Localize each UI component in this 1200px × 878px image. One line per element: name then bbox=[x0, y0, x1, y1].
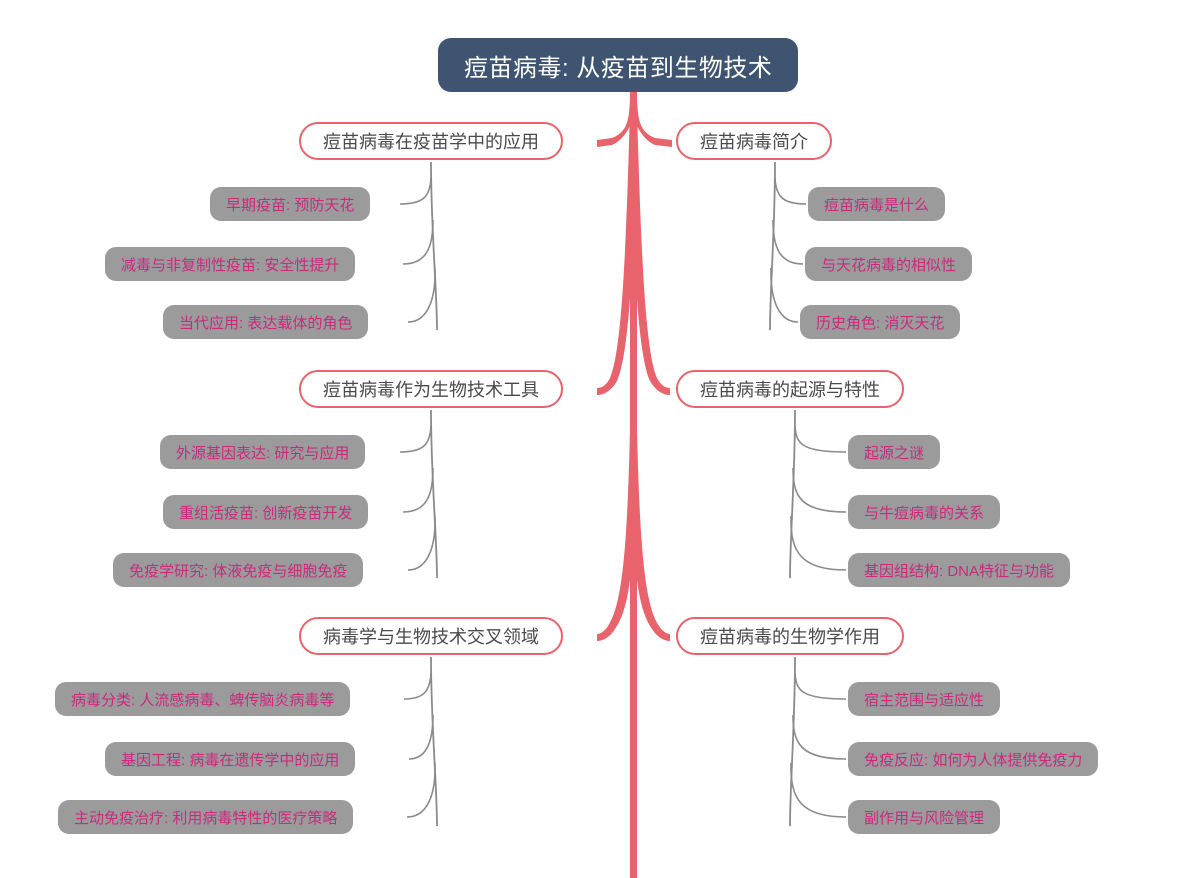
leaf-link-4-3 bbox=[790, 515, 847, 571]
trunk-link-left-2 bbox=[597, 110, 637, 395]
leaf-link-1-2 bbox=[402, 219, 434, 265]
leaf-node-label: 与天花病毒的相似性 bbox=[821, 256, 957, 274]
trunk-links bbox=[597, 92, 672, 878]
leaf-spine-5 bbox=[430, 656, 438, 827]
leaf-node-modern-expression-vector[interactable]: 当代应用: 表达载体的角色 bbox=[163, 305, 369, 339]
leaf-node-label: 痘苗病毒是什么 bbox=[824, 196, 930, 214]
leaf-link-2-3 bbox=[770, 267, 799, 323]
trunk-link-right-2 bbox=[630, 110, 670, 395]
branch-node-introduction[interactable]: 痘苗病毒简介 bbox=[676, 122, 832, 160]
leaf-link-5-3 bbox=[406, 762, 436, 818]
leaf-node-label: 重组活疫苗: 创新疫苗开发 bbox=[179, 504, 353, 522]
leaf-node-genome-structure[interactable]: 基因组结构: DNA特征与功能 bbox=[848, 553, 1071, 587]
leaf-link-4-1 bbox=[794, 425, 847, 453]
leaf-link-5-2 bbox=[408, 714, 434, 760]
leaf-spine-4 bbox=[789, 409, 796, 579]
leaf-node-recombinant-live-vaccine[interactable]: 重组活疫苗: 创新疫苗开发 bbox=[163, 495, 369, 529]
branch-node-biological-role[interactable]: 痘苗病毒的生物学作用 bbox=[676, 617, 904, 655]
leaf-link-3-1 bbox=[399, 425, 432, 453]
leaf-node-origin-mystery[interactable]: 起源之谜 bbox=[848, 435, 941, 469]
leaf-node-label: 主动免疫治疗: 利用病毒特性的医疗策略 bbox=[74, 809, 338, 827]
leaf-link-4-2 bbox=[792, 467, 847, 513]
leaf-node-historical-role[interactable]: 历史角色: 消灭天花 bbox=[800, 305, 961, 339]
branch-node-label: 痘苗病毒的起源与特性 bbox=[700, 380, 880, 400]
trunk-spine bbox=[630, 92, 637, 878]
branch-node-biotech-tool[interactable]: 痘苗病毒作为生物技术工具 bbox=[299, 370, 563, 408]
leaf-node-label: 早期疫苗: 预防天花 bbox=[226, 196, 355, 214]
leaf-node-host-range[interactable]: 宿主范围与适应性 bbox=[848, 682, 1001, 716]
leaf-link-3-3 bbox=[407, 515, 436, 571]
leaf-link-2-1 bbox=[774, 177, 807, 205]
leaf-spine-2 bbox=[769, 161, 776, 331]
leaf-link-6-1 bbox=[794, 672, 847, 700]
leaf-node-label: 外源基因表达: 研究与应用 bbox=[176, 444, 350, 462]
leaf-link-3-2 bbox=[402, 467, 434, 513]
branch-node-label: 痘苗病毒在疫苗学中的应用 bbox=[323, 132, 539, 152]
branch-node-label: 痘苗病毒的生物学作用 bbox=[700, 627, 880, 647]
leaf-link-5-1 bbox=[403, 672, 432, 700]
branch-node-origin-traits[interactable]: 痘苗病毒的起源与特性 bbox=[676, 370, 904, 408]
leaf-node-label: 免疫学研究: 体液免疫与细胞免疫 bbox=[129, 562, 348, 580]
branch-node-label: 病毒学与生物技术交叉领域 bbox=[323, 627, 539, 647]
leaf-node-foreign-gene-expression[interactable]: 外源基因表达: 研究与应用 bbox=[160, 435, 366, 469]
leaf-node-label: 基因工程: 病毒在遗传学中的应用 bbox=[121, 751, 340, 769]
branch-node-virology-biotech-cross[interactable]: 病毒学与生物技术交叉领域 bbox=[299, 617, 563, 655]
leaf-link-2-2 bbox=[772, 219, 804, 265]
leaf-spine-3 bbox=[430, 409, 438, 579]
leaf-node-active-immunotherapy[interactable]: 主动免疫治疗: 利用病毒特性的医疗策略 bbox=[58, 800, 354, 834]
leaf-spine-6 bbox=[789, 656, 796, 827]
leaf-node-early-vaccine[interactable]: 早期疫苗: 预防天花 bbox=[210, 187, 371, 221]
leaf-node-genetic-engineering[interactable]: 基因工程: 病毒在遗传学中的应用 bbox=[105, 742, 356, 776]
root-node[interactable]: 痘苗病毒: 从疫苗到生物技术 bbox=[438, 38, 799, 92]
leaf-node-label: 宿主范围与适应性 bbox=[864, 691, 985, 709]
leaf-node-label: 副作用与风险管理 bbox=[864, 809, 985, 827]
root-node-label: 痘苗病毒: 从疫苗到生物技术 bbox=[464, 54, 773, 82]
leaf-node-label: 免疫反应: 如何为人体提供免疫力 bbox=[864, 751, 1083, 769]
leaf-link-1-1 bbox=[399, 177, 432, 205]
leaf-link-6-2 bbox=[792, 714, 847, 760]
branch-node-label: 痘苗病毒作为生物技术工具 bbox=[323, 380, 539, 400]
trunk-link-right-3 bbox=[630, 430, 670, 641]
branch-node-label: 痘苗病毒简介 bbox=[700, 132, 808, 152]
trunk-link-right-1 bbox=[630, 100, 672, 147]
leaf-node-attenuated-vaccine[interactable]: 减毒与非复制性疫苗: 安全性提升 bbox=[105, 247, 356, 281]
trunk-link-left-1 bbox=[597, 100, 637, 147]
leaf-node-label: 当代应用: 表达载体的角色 bbox=[179, 314, 353, 332]
leaf-node-label: 减毒与非复制性疫苗: 安全性提升 bbox=[121, 256, 340, 274]
leaf-node-cowpox-relation[interactable]: 与牛痘病毒的关系 bbox=[848, 495, 1001, 529]
leaf-node-immune-response[interactable]: 免疫反应: 如何为人体提供免疫力 bbox=[848, 742, 1099, 776]
leaf-link-1-3 bbox=[407, 267, 436, 323]
leaf-node-label: 历史角色: 消灭天花 bbox=[816, 314, 945, 332]
branch-node-vaccinology-application[interactable]: 痘苗病毒在疫苗学中的应用 bbox=[299, 122, 563, 160]
leaf-links bbox=[399, 161, 847, 827]
leaf-node-virus-classification[interactable]: 病毒分类: 人流感病毒、蜱传脑炎病毒等 bbox=[55, 682, 351, 716]
leaf-spine-1 bbox=[430, 161, 438, 331]
leaf-node-label: 起源之谜 bbox=[864, 444, 925, 462]
leaf-node-label: 与牛痘病毒的关系 bbox=[864, 504, 985, 522]
leaf-link-6-3 bbox=[790, 762, 847, 818]
leaf-node-label: 基因组结构: DNA特征与功能 bbox=[864, 562, 1055, 580]
leaf-node-what-is-vaccinia[interactable]: 痘苗病毒是什么 bbox=[808, 187, 946, 221]
leaf-node-side-effects-risk[interactable]: 副作用与风险管理 bbox=[848, 800, 1001, 834]
leaf-node-immunology-research[interactable]: 免疫学研究: 体液免疫与细胞免疫 bbox=[113, 553, 364, 587]
trunk-link-left-3 bbox=[597, 430, 637, 641]
leaf-node-smallpox-similarity[interactable]: 与天花病毒的相似性 bbox=[805, 247, 973, 281]
leaf-node-label: 病毒分类: 人流感病毒、蜱传脑炎病毒等 bbox=[71, 691, 335, 709]
